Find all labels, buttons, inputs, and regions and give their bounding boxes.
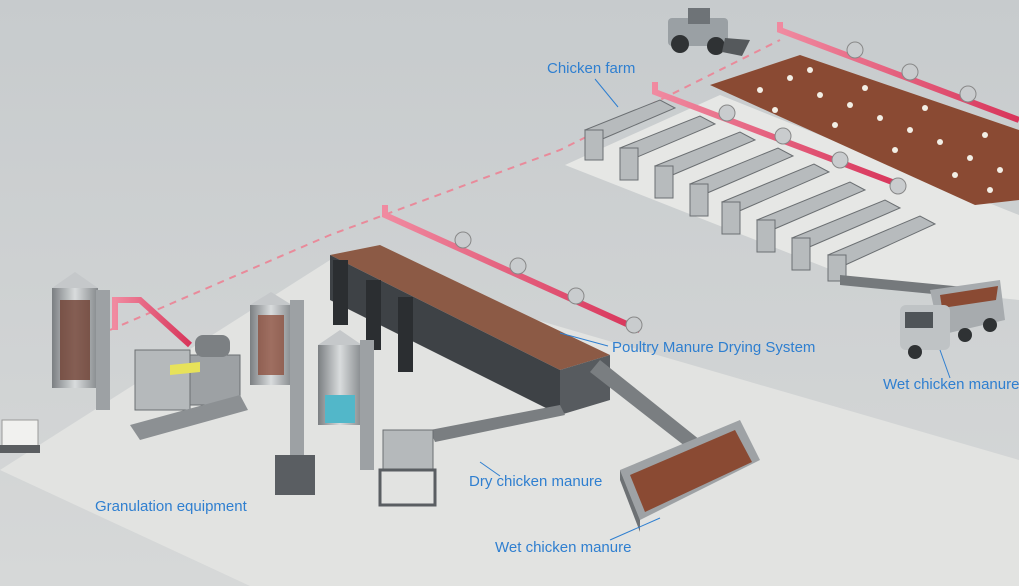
cooler-silo — [318, 330, 374, 470]
dry-manure-conveyor — [430, 405, 565, 442]
dashed-guide-line — [109, 39, 781, 331]
chickens-field — [757, 67, 1003, 193]
label-wet-manure-right: Wet chicken manure — [883, 376, 1019, 393]
label-granulation: Granulation equipment — [95, 498, 247, 515]
wet-manure-bin — [620, 420, 760, 532]
manure-field — [710, 55, 1019, 205]
label-dry-manure: Dry chicken manure — [469, 473, 603, 490]
product-bags — [0, 419, 40, 453]
label-drying-system: Poultry Manure Drying System — [612, 339, 816, 356]
farm-ventilation-pipes — [652, 22, 1019, 195]
label-chicken-farm: Chicken farm — [547, 60, 636, 77]
left-silo — [52, 272, 110, 410]
middle-silo — [250, 292, 315, 495]
drying-bed — [330, 245, 610, 415]
chicken-cage-rows — [583, 99, 937, 282]
discharge-conveyor — [590, 360, 700, 450]
truck — [900, 280, 1005, 359]
screening-machine — [378, 429, 437, 507]
tractor — [668, 8, 750, 56]
granulation-machinery — [130, 335, 248, 440]
exhaust-chimneys — [333, 260, 413, 372]
label-leader-lines — [479, 78, 951, 541]
silo-ventilation-pipe — [112, 297, 193, 348]
farm-floor-platform — [565, 95, 1019, 300]
drying-ventilation-pipe — [382, 205, 643, 334]
label-wet-manure-bottom: Wet chicken manure — [495, 539, 632, 556]
